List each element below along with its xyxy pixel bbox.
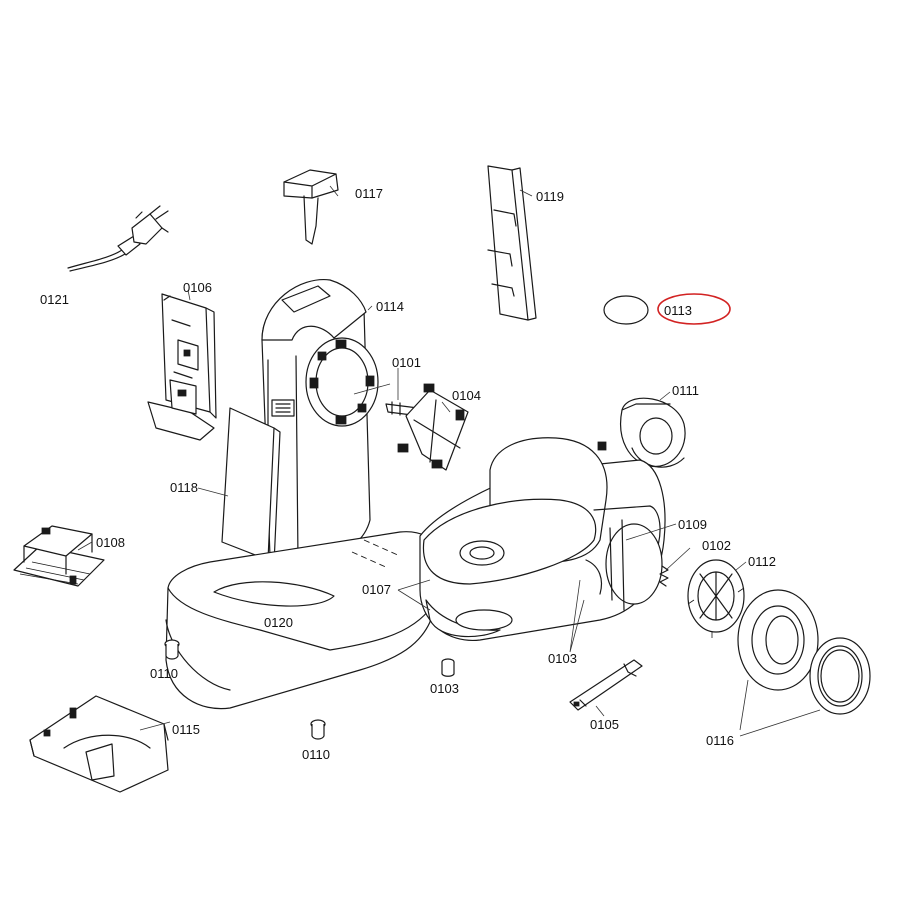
circuit-board-0106-drawing	[147, 293, 217, 441]
label-0110-left: 0110	[150, 666, 178, 681]
label-0113: 0113	[664, 303, 692, 318]
screw-0103b-drawing	[441, 658, 455, 677]
label-0121: 0121	[40, 292, 69, 307]
label-0116: 0116	[706, 733, 734, 748]
label-0107: 0107	[362, 582, 391, 597]
label-0117: 0117	[355, 186, 383, 201]
collar-0111-drawing	[620, 397, 686, 468]
trim-rings-0116-drawing	[737, 589, 871, 715]
cross-bracket-0104-drawing	[397, 383, 469, 471]
label-0103-lower: 0103	[430, 681, 459, 696]
label-0106: 0106	[183, 280, 212, 295]
label-0110-bottom: 0110	[302, 747, 330, 762]
label-0115: 0115	[172, 722, 200, 737]
label-0103-upper: 0103	[548, 651, 577, 666]
label-0120: 0120	[264, 615, 293, 630]
leader-lines	[77, 185, 821, 737]
filter-box-0108-drawing	[13, 525, 105, 587]
part-labels: 0121 0117 0119 0106 0114 0113 0101 0104 …	[40, 186, 776, 762]
bracket-0105-drawing	[569, 659, 643, 711]
label-0111: 0111	[672, 383, 699, 398]
cap-0117-drawing	[283, 169, 339, 245]
label-0119: 0119	[536, 189, 564, 204]
label-0104: 0104	[452, 388, 481, 403]
foot-0110b-drawing	[310, 719, 326, 740]
base-plate-0120-drawing	[165, 531, 441, 710]
label-0112: 0112	[748, 554, 776, 569]
label-0114: 0114	[376, 299, 404, 314]
label-0109: 0109	[678, 517, 707, 532]
label-0102: 0102	[702, 538, 731, 553]
column-housing-0114-drawing	[261, 279, 379, 563]
disc-0113-drawing	[603, 295, 649, 325]
gear-0112-drawing	[687, 559, 745, 638]
label-0101: 0101	[392, 355, 421, 370]
power-cord-drawing	[67, 205, 169, 272]
label-0108: 0108	[96, 535, 125, 550]
label-0118: 0118	[170, 480, 198, 495]
bottom-cover-0115-drawing	[29, 695, 169, 793]
label-0105: 0105	[590, 717, 619, 732]
cover-strip-0119-drawing	[487, 165, 537, 321]
motor-head-drawing	[419, 437, 666, 641]
foot-0110a-drawing	[164, 639, 180, 660]
highlight-ring-0113	[657, 293, 731, 325]
